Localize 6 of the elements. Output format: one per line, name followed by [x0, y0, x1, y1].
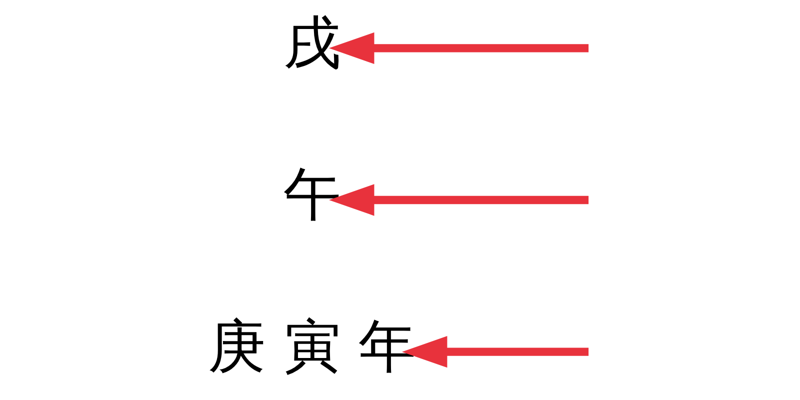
node-text: 庚 寅 年: [208, 312, 416, 380]
arrow: [329, 32, 589, 64]
arrow: [402, 336, 589, 368]
node-text: 戌: [283, 9, 340, 76]
node-text: 午: [283, 161, 340, 228]
arrow: [329, 184, 589, 216]
